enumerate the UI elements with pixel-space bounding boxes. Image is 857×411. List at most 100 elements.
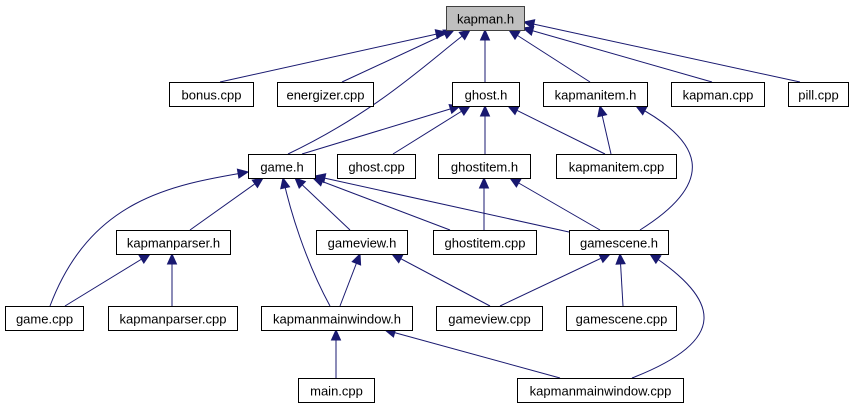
arrowhead-icon	[634, 105, 648, 116]
arrowhead-icon	[521, 25, 535, 36]
arrowhead-icon	[280, 176, 291, 190]
node-kapmanmainwindow-h[interactable]: kapmanmainwindow.h	[261, 306, 413, 331]
edge-line	[391, 253, 491, 307]
node-box	[316, 230, 408, 255]
edge-ghostitem-cpp-to-game-h	[311, 176, 451, 231]
node-box	[169, 82, 254, 107]
arrowhead-icon	[251, 177, 264, 189]
node-game-cpp[interactable]: game.cpp	[5, 306, 84, 331]
node-box	[556, 154, 677, 179]
arrowhead-icon	[598, 253, 612, 264]
edge-line	[507, 105, 606, 155]
node-box	[337, 154, 416, 179]
node-label: kapmanmainwindow.h	[273, 312, 401, 327]
node-box	[446, 6, 525, 31]
edge-game-h-to-kapman-h	[287, 29, 471, 155]
node-kapmanmainwindow-cpp[interactable]: kapmanmainwindow.cpp	[517, 378, 684, 403]
node-box	[298, 378, 375, 403]
node-gameview-h[interactable]: gameview.h	[316, 230, 408, 255]
node-ghost-cpp[interactable]: ghost.cpp	[337, 154, 416, 179]
arrowhead-icon	[479, 104, 491, 117]
edge-ghost-h-to-kapman-h	[479, 28, 491, 82]
edge-kapmanitem-cpp-to-ghost-h	[506, 105, 606, 155]
node-label: gamescene.h	[580, 236, 658, 251]
node-label: energizer.cpp	[286, 88, 364, 103]
edge-kapmanitem-h-to-kapman-h	[507, 29, 591, 83]
edge-bonus-cpp-to-kapman-h	[219, 29, 448, 83]
edge-game-h-to-ghost-h	[301, 104, 462, 155]
edge-line	[341, 29, 455, 83]
edge-line	[219, 31, 447, 83]
arrowhead-icon	[615, 252, 626, 265]
node-kapman-cpp[interactable]: kapman.cpp	[671, 82, 765, 107]
node-box	[5, 306, 84, 331]
edge-line	[287, 29, 471, 155]
node-pill-cpp[interactable]: pill.cpp	[788, 82, 849, 107]
edge-pill-cpp-to-kapman-h	[522, 19, 801, 83]
node-box	[438, 154, 531, 179]
node-label: gameview.cpp	[448, 312, 530, 327]
arrowhead-icon	[390, 253, 404, 264]
node-label: ghost.h	[465, 88, 508, 103]
edge-kapmanparser-h-to-game-h	[189, 177, 264, 231]
edge-kapmanmainwindow-cpp-to-kapmanmainwindow-h	[383, 327, 561, 379]
node-box	[543, 82, 648, 107]
node-kapmanitem-cpp[interactable]: kapmanitem.cpp	[556, 154, 677, 179]
node-bonus-cpp[interactable]: bonus.cpp	[169, 82, 254, 107]
node-ghost-h[interactable]: ghost.h	[452, 82, 520, 107]
edge-line	[635, 105, 693, 231]
arrowhead-icon	[479, 28, 491, 41]
node-kapman-h: kapman.h	[446, 6, 525, 31]
node-main-cpp[interactable]: main.cpp	[298, 378, 375, 403]
arrowhead-icon	[442, 29, 456, 40]
node-box	[517, 378, 684, 403]
node-energizer-cpp[interactable]: energizer.cpp	[277, 82, 374, 107]
edge-line	[508, 29, 591, 83]
node-label: ghostitem.h	[451, 160, 518, 175]
arrowhead-icon	[478, 176, 490, 189]
node-box	[277, 82, 374, 107]
node-label: kapmanparser.h	[127, 236, 220, 251]
node-label: kapman.cpp	[683, 88, 754, 103]
node-game-h[interactable]: game.h	[248, 154, 316, 179]
arrowhead-icon	[522, 19, 536, 30]
node-box	[116, 230, 231, 255]
node-ghostitem-h[interactable]: ghostitem.h	[438, 154, 531, 179]
node-gameview-cpp[interactable]: gameview.cpp	[436, 306, 543, 331]
edge-kapmanparser-cpp-to-kapmanparser-h	[166, 252, 178, 306]
edge-gamescene-cpp-to-gamescene-h	[615, 252, 626, 307]
node-label: game.h	[260, 160, 303, 175]
edge-line	[64, 253, 151, 307]
arrowhead-icon	[458, 29, 471, 41]
edge-gamescene-h-to-game-h	[313, 173, 570, 233]
arrowhead-icon	[294, 177, 307, 190]
edge-ghostitem-h-to-ghost-h	[479, 104, 491, 154]
edge-line	[392, 105, 471, 155]
node-kapmanparser-cpp[interactable]: kapmanparser.cpp	[108, 306, 238, 331]
node-gamescene-cpp[interactable]: gamescene.cpp	[566, 306, 677, 331]
arrowhead-icon	[507, 29, 521, 41]
edge-kapman-cpp-to-kapman-h	[521, 25, 713, 83]
edge-kapmanmainwindow-h-to-game-h	[280, 176, 331, 307]
edge-kapmanmainwindow-h-to-gameview-h	[339, 252, 362, 307]
node-box	[569, 230, 669, 255]
arrowhead-icon	[648, 253, 662, 265]
arrowhead-icon	[166, 252, 178, 265]
edge-line	[509, 177, 601, 231]
edge-ghost-cpp-to-ghost-h	[392, 105, 472, 155]
node-label: main.cpp	[310, 384, 363, 399]
node-kapmanitem-h[interactable]: kapmanitem.h	[543, 82, 648, 107]
node-label: kapmanitem.h	[555, 88, 637, 103]
edge-line	[294, 177, 351, 231]
node-box	[261, 306, 413, 331]
edge-line	[189, 177, 264, 231]
edge-gameview-cpp-to-gamescene-h	[499, 253, 612, 307]
node-label: kapmanmainwindow.cpp	[530, 384, 672, 399]
edge-ghostitem-cpp-to-ghostitem-h	[478, 176, 490, 230]
node-ghostitem-cpp[interactable]: ghostitem.cpp	[433, 230, 537, 255]
arrowhead-icon	[351, 252, 362, 266]
node-gamescene-h[interactable]: gamescene.h	[569, 230, 669, 255]
edge-line	[49, 171, 249, 307]
node-label: pill.cpp	[798, 88, 838, 103]
node-kapmanparser-h[interactable]: kapmanparser.h	[116, 230, 231, 255]
